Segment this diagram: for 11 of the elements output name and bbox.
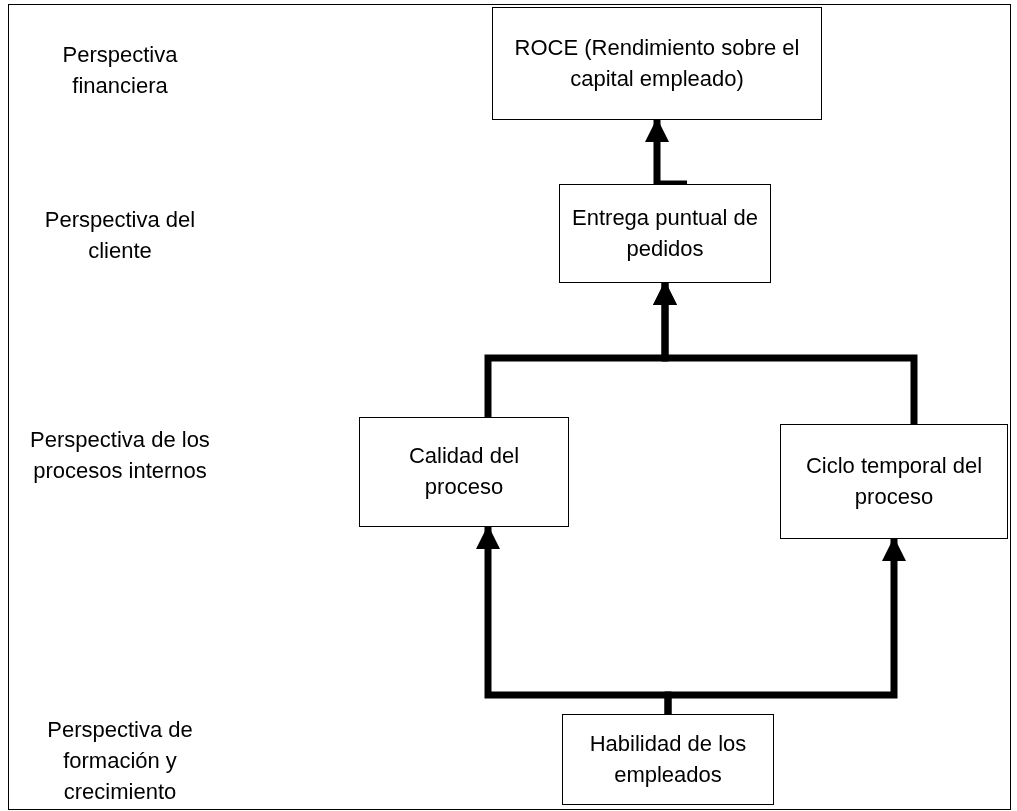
process-box: Entrega puntual de pedidos [559,184,771,283]
arrow [653,281,918,424]
process-box: Calidad del proceso [359,417,569,527]
process-box: ROCE (Rendimiento sobre el capital empleado) [492,7,822,120]
perspective-label: Perspectiva de los procesos internos [29,426,211,485]
perspective-label: Perspectiva del cliente [43,206,197,265]
perspective-label: Perspectiva de formación y crecimiento [46,716,194,806]
process-box: Ciclo temporal del proceso [780,424,1008,539]
process-box: Habilidad de los empleados [562,714,774,805]
arrow [664,537,906,714]
perspective-label: Perspectiva financiera [61,41,179,100]
